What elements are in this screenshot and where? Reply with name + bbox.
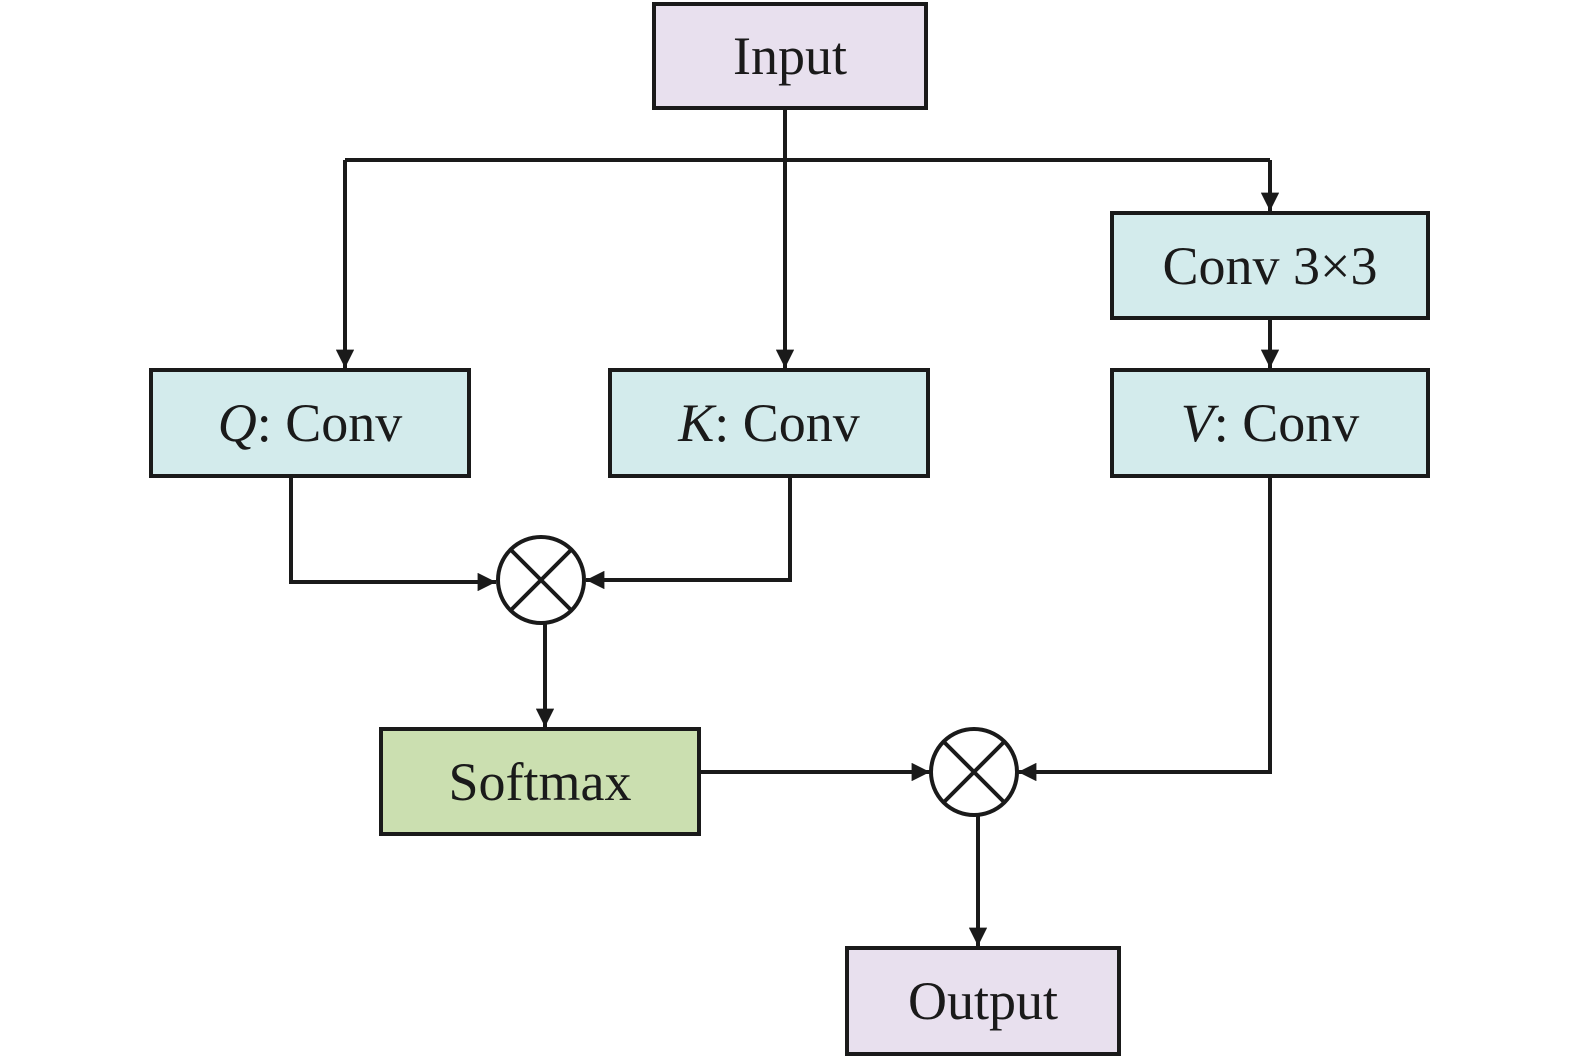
k-var: K <box>678 393 715 453</box>
conv3x3-label: Conv 3×3 <box>1162 235 1378 296</box>
k-conv-node: K: Conv <box>608 368 930 478</box>
q-conv-node: Q: Conv <box>149 368 471 478</box>
output-label: Output <box>907 971 1058 1031</box>
v-conv-node: V: Conv <box>1110 368 1430 478</box>
edge-v-mult2 <box>1018 476 1272 782</box>
edge-q-mult1 <box>289 476 496 592</box>
v-label: : Conv <box>1213 393 1360 453</box>
q-var: Q <box>217 393 257 453</box>
input-node: Input <box>652 2 928 110</box>
conv3x3-node: Conv 3×3 <box>1110 211 1430 320</box>
k-label: : Conv <box>714 393 860 453</box>
edge-k-mult1 <box>586 476 792 590</box>
multiply-icon <box>929 727 1019 817</box>
output-node: Output <box>845 946 1121 1056</box>
multiply-icon <box>496 535 586 625</box>
q-label: : Conv <box>256 393 403 453</box>
softmax-node: Softmax <box>379 727 701 836</box>
v-var: V <box>1180 393 1214 453</box>
softmax-label: Softmax <box>448 751 632 812</box>
input-label: Input <box>733 26 847 86</box>
